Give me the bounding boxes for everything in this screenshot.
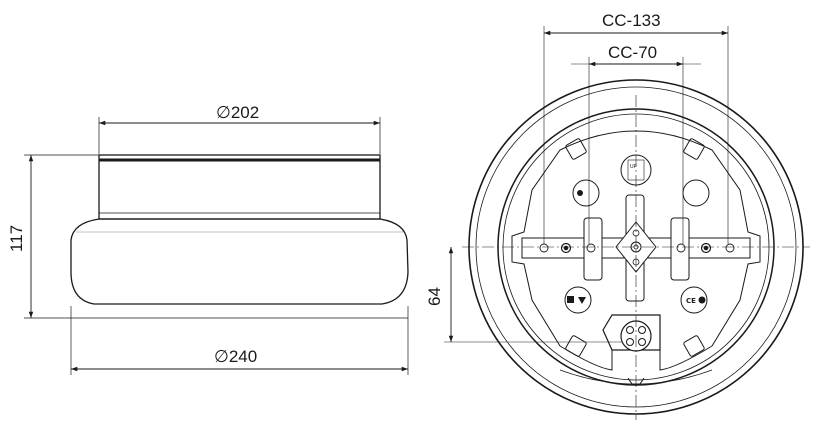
dim-cc133-label: CC-133 [602,11,661,30]
clip-top-left [565,138,587,160]
up-label: UP [630,164,637,170]
diffuser-body [70,218,409,305]
dim-117-label: 117 [7,225,26,252]
side-view [24,117,409,375]
ce-label: CE [686,297,696,305]
warning-icons [567,190,706,304]
dim-64-label: 64 [425,287,444,306]
clip-bottom-left [565,335,587,357]
dim-cc70-label: CC-70 [608,43,657,62]
clip-bottom-right [683,335,705,357]
top-cylinder [98,154,381,220]
clip-top-right [683,138,705,160]
dim-202-label: ∅202 [216,103,259,122]
top-view [444,26,810,420]
dim-240-label: ∅240 [214,347,257,366]
